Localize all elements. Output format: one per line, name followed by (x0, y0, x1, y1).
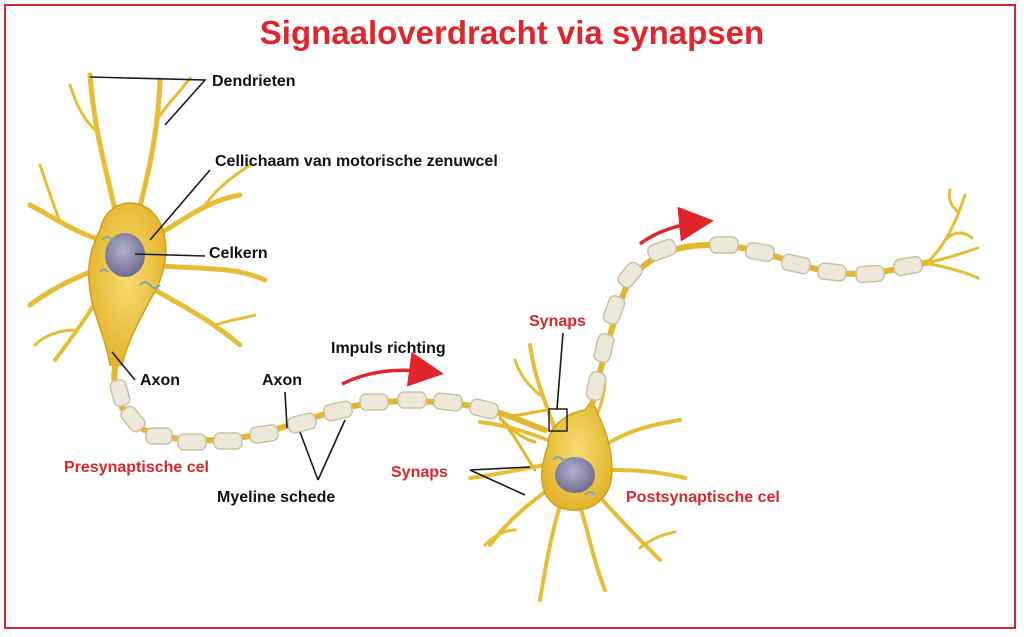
postsynaptic-nucleus (555, 457, 595, 493)
diagram-frame (4, 4, 1016, 629)
label-celkern: Celkern (209, 245, 268, 262)
label-postsynaptische-cel: Postsynaptische cel (626, 489, 780, 506)
postsynaptic-axon-terminal (926, 188, 980, 280)
postsynaptic-myelin-segments (585, 236, 923, 401)
presynaptic-soma (88, 202, 167, 366)
leader-lines (89, 76, 564, 496)
presynaptic-nucleus (105, 233, 145, 277)
label-impuls-richting: Impuls richting (331, 340, 446, 357)
label-dendrieten: Dendrieten (212, 73, 296, 90)
label-axon-1: Axon (140, 372, 180, 389)
page-title: Signaaloverdracht via synapsen (259, 14, 765, 51)
postsynaptic-organelles (552, 456, 596, 496)
impulse-arrow-1 (341, 351, 444, 387)
impulse-arrow-2 (638, 206, 714, 246)
label-axon-2: Axon (262, 372, 302, 389)
label-presynaptische-cel: Presynaptische cel (64, 459, 209, 476)
label-cellichaam: Cellichaam van motorische zenuwcel (215, 153, 498, 170)
label-synaps-upper: Synaps (529, 313, 586, 330)
label-myeline-schede: Myeline schede (217, 489, 336, 506)
presynaptic-organelles (99, 236, 161, 289)
presynaptic-myelin-segments (109, 378, 499, 451)
label-synaps-lower: Synaps (391, 464, 448, 481)
synapse-box (548, 408, 568, 432)
